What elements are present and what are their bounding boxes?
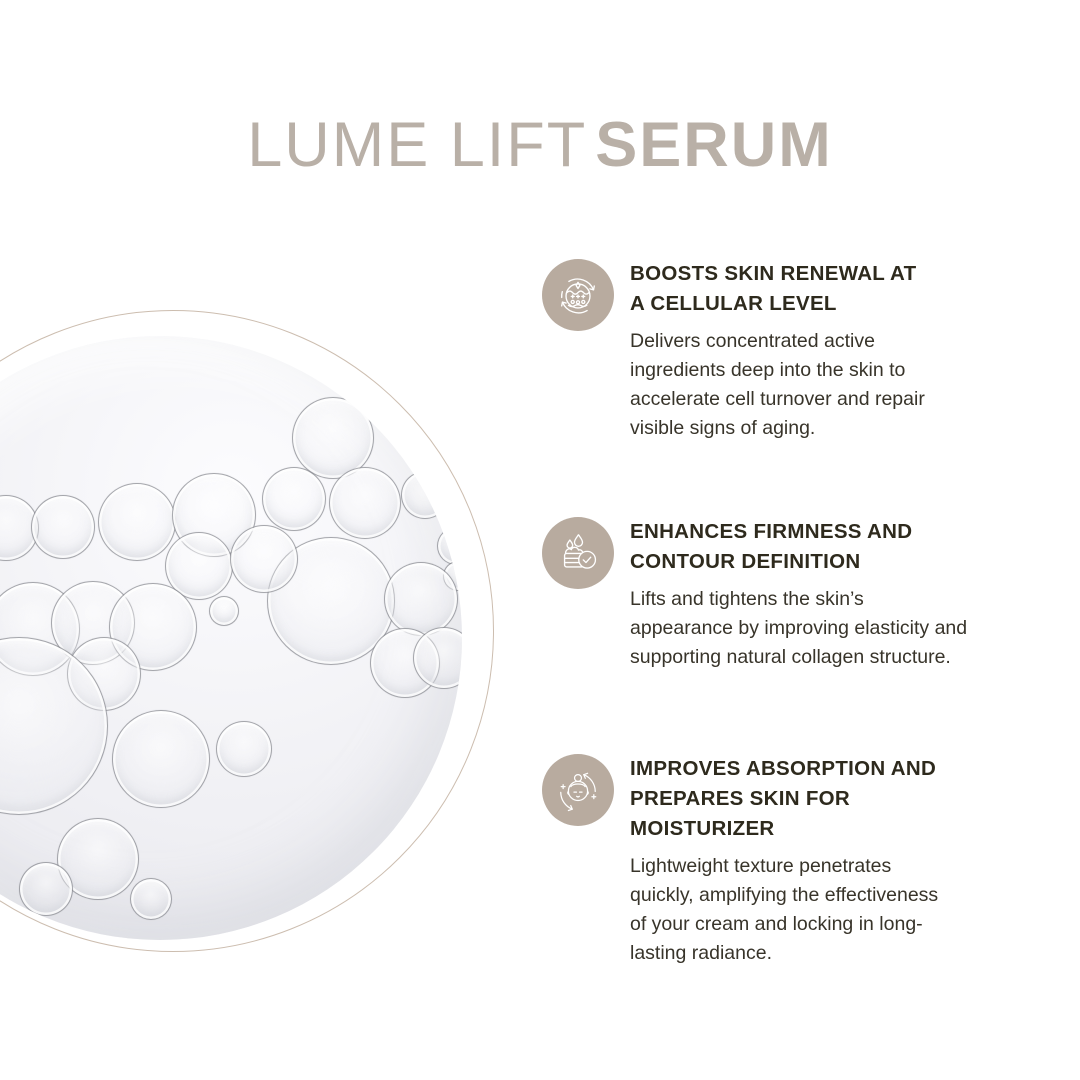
serum-bubble — [19, 862, 73, 916]
serum-bubble — [112, 710, 210, 808]
feature-text-block: ENHANCES FIRMNESS AND CONTOUR DEFINITION… — [630, 517, 1014, 672]
serum-bubble — [165, 532, 233, 600]
feature-text-block: BOOSTS SKIN RENEWAL AT A CELLULAR LEVEL … — [630, 259, 1014, 443]
serum-bubble — [216, 721, 272, 777]
feature-item-firmness: ENHANCES FIRMNESS AND CONTOUR DEFINITION… — [542, 517, 1014, 672]
serum-bubble — [413, 627, 462, 689]
feature-heading: BOOSTS SKIN RENEWAL AT A CELLULAR LEVEL — [630, 262, 917, 315]
serum-bubble — [31, 495, 95, 559]
feature-item-renewal: BOOSTS SKIN RENEWAL AT A CELLULAR LEVEL … — [542, 259, 1014, 443]
feature-body: Lightweight texture penetrates quickly, … — [630, 855, 939, 964]
cream-jar-check-icon — [563, 534, 597, 569]
feature-body: Lifts and tightens the skin’s appearance… — [630, 588, 968, 668]
feature-heading: IMPROVES ABSORPTION AND PREPARES SKIN FO… — [630, 757, 937, 840]
cell-renewal-cycle-icon — [560, 278, 595, 314]
serum-bubble — [437, 527, 462, 565]
feature-icon-circle — [542, 754, 614, 826]
serum-bubble — [292, 397, 374, 479]
feature-text-block: IMPROVES ABSORPTION AND PREPARES SKIN FO… — [630, 754, 1014, 968]
serum-photo-circle — [0, 336, 462, 940]
serum-bubble — [401, 471, 449, 519]
page-title-bold: SERUM — [595, 110, 833, 180]
feature-body: Delivers concentrated active ingredients… — [630, 330, 925, 439]
serum-bubble — [329, 467, 401, 539]
serum-bubble — [384, 562, 458, 636]
serum-bubble — [209, 596, 239, 626]
feature-icon-circle — [542, 259, 614, 331]
feature-icon-circle — [542, 517, 614, 589]
feature-item-absorption: IMPROVES ABSORPTION AND PREPARES SKIN FO… — [542, 754, 1014, 968]
serum-bubble — [130, 878, 172, 920]
facial-absorption-icon — [560, 772, 597, 812]
serum-bubble — [262, 467, 326, 531]
page-title-regular: LUME LIFT — [247, 110, 588, 180]
serum-bubble — [98, 483, 176, 561]
serum-bubble — [230, 525, 298, 593]
serum-bubble — [57, 818, 139, 900]
feature-heading: ENHANCES FIRMNESS AND CONTOUR DEFINITION — [630, 520, 913, 573]
